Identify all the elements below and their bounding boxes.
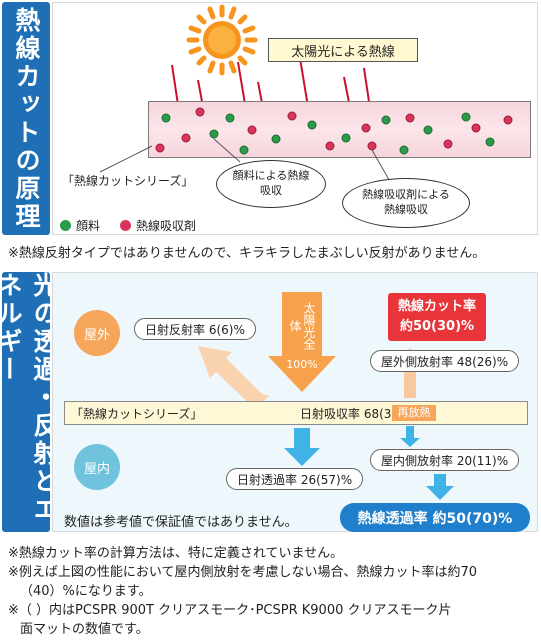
indoor-emission-rate: 屋内側放射率 20(11)% <box>370 449 520 471</box>
glass-panel <box>148 101 531 158</box>
reflection-note: ※熱線反射タイプではありませんので、キラキラしたまぶしい反射がありません。 <box>8 246 486 261</box>
pigment-absorption-bubble: 顔料による熱線 吸収 <box>216 160 326 208</box>
footnote-3: （40）%になります。 <box>20 584 152 599</box>
legend-absorber-label: 熱線吸収剤 <box>136 219 197 233</box>
heat-transmission-badge: 熱線透過率 約50(70)% <box>340 503 530 532</box>
absorber-absorption-bubble: 熱線吸収剤による 熱線吸収 <box>342 178 470 228</box>
cut-rate-badge: 熱線カット率 約50(30)% <box>388 293 486 341</box>
sunlight-value: 100% <box>286 358 318 371</box>
cut-rate-title: 熱線カット率 <box>397 299 476 314</box>
legend-pigment-label: 顔料 <box>76 219 101 233</box>
indoor-circle: 屋内 <box>74 444 120 490</box>
transmission-rate: 日射透過率 26(57)% <box>226 468 364 490</box>
footnote-4: ※（ ）内はPCSPR 900T クリアスモーク･PCSPR K9000 クリア… <box>8 603 452 618</box>
series-label-top: 「熱線カットシリーズ」 <box>62 174 194 188</box>
footnote-1: ※熱線カット率の計算方法は、特に定義されていません。 <box>8 546 344 561</box>
legend-absorber: 熱線吸収剤 <box>120 217 196 234</box>
reflection-rate: 日射反射率 6(6)% <box>134 318 256 340</box>
section-title-tab-energy: 光の透過・反射とエネルギー <box>0 272 59 532</box>
glass-layer-band: 「熱線カットシリーズ」 日射吸収率 68(37)% <box>64 401 528 425</box>
cut-rate-value: 約50(30)% <box>399 319 475 334</box>
sunlight-text: 太陽光全体 <box>288 302 316 350</box>
footnote-5: 面マットの数値です。 <box>20 622 149 637</box>
footnote-2: ※例えば上図の性能において屋内側放射を考慮しない場合、熱線カット率は約70 <box>8 565 478 580</box>
pigment-dot-icon <box>60 220 71 231</box>
outdoor-circle: 屋外 <box>74 310 120 356</box>
sunlight-arrow-label: 太陽光全体 100% <box>283 300 321 372</box>
absorption-rate: 日射吸収率 68(37)% <box>300 407 416 421</box>
reference-disclaimer: 数値は参考値で保証値ではありません。 <box>64 515 298 530</box>
series-label-bottom: 「熱線カットシリーズ」 <box>71 407 203 421</box>
legend-pigment: 顔料 <box>60 217 100 234</box>
absorber-dot-icon <box>120 220 131 231</box>
sunlight-heat-label: 太陽光による熱線 <box>268 38 418 62</box>
outdoor-emission-rate: 屋外側放射率 48(26)% <box>370 350 520 372</box>
section-title-principle: 熱線カットの原理 <box>12 6 41 231</box>
section-title-tab-principle: 熱線カットの原理 <box>2 2 50 235</box>
reemission-label: 再放熱 <box>392 405 436 421</box>
